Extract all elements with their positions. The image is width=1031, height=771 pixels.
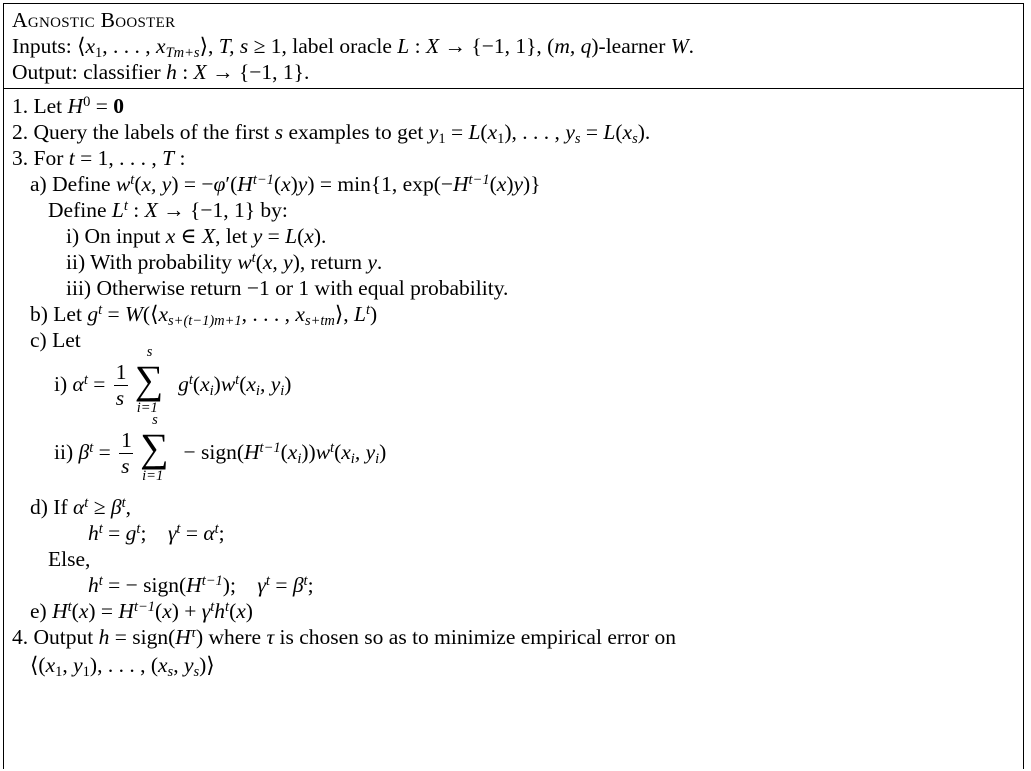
algorithm-title: Agnostic Booster [12, 7, 175, 33]
step-1-text: 1. Let [12, 94, 63, 118]
beta-label: ii) [54, 439, 74, 464]
title-text: Agnostic Booster [12, 8, 176, 32]
step-3d: d) If αt ≥ βt, [30, 495, 131, 519]
step-2: 2. Query the labels of the first s examp… [12, 120, 651, 148]
step-3e-text: e) [30, 599, 47, 623]
label-oracle-text: label oracle [292, 34, 392, 58]
inputs-label: Inputs: [12, 34, 72, 58]
step-2b-text: examples to get [288, 120, 424, 144]
step-3-text: 3. For [12, 146, 64, 170]
output-line: Output: classifier h : X → {−1, 1}. [12, 60, 310, 84]
step-3: 3. For t = 1, . . . , T : [12, 146, 186, 170]
step-2-text: 2. Query the labels of the first [12, 120, 270, 144]
step-3a-ii-text: ii) With probability [66, 250, 232, 274]
step-3a-iii-text: iii) Otherwise return −1 or 1 with equal… [66, 276, 509, 300]
step-3a: a) Define wt(x, y) = −φ′(Ht−1(x)y) = min… [30, 172, 541, 196]
step-3c-text: c) Let [30, 328, 81, 352]
let-text: , let [215, 224, 248, 248]
by-text: by: [260, 198, 288, 222]
step-3b: b) Let gt = W(⟨xs+(t−1)m+1, . . . , xs+t… [30, 302, 378, 330]
step-3d-then: ht = gt; γt = αt; [88, 521, 225, 545]
learner-text: -learner [598, 34, 666, 58]
step-1: 1. Let H0 = 0 [12, 94, 124, 118]
step-3c: c) Let [30, 327, 81, 353]
define-text: Define [48, 198, 107, 222]
step-3b-text: b) Let [30, 302, 82, 326]
step-3a-ii: ii) With probability wt(x, y), return y. [66, 250, 383, 274]
header-divider [4, 88, 1023, 89]
step-3a-text: a) Define [30, 172, 111, 196]
step-3a-i-text: i) On input [66, 224, 161, 248]
output-label: Output: [12, 60, 78, 84]
return-text: , return [299, 250, 362, 274]
classifier-text: classifier [83, 60, 161, 84]
step-3d-text: d) If [30, 495, 68, 519]
alpha-label: i) [54, 371, 68, 396]
inputs-line: Inputs: ⟨x1, . . . , xTm+s⟩, T, s ≥ 1, l… [12, 34, 695, 62]
else-text: Else, [48, 547, 91, 571]
algorithm-box: Agnostic Booster Inputs: ⟨x1, . . . , xT… [3, 3, 1024, 769]
step-4-sample: ⟨(x1, y1), . . . , (xs, ys)⟩ [30, 653, 215, 681]
step-4-text: 4. Output [12, 625, 94, 649]
step-3d-else-body: ht = − sign(Ht−1); γt = βt; [88, 573, 314, 597]
step-3d-else: Else, [48, 546, 90, 572]
step-3a-define-l: Define Lt : X → {−1, 1} by: [48, 198, 288, 222]
step-4: 4. Output h = sign(Hτ) where τ is chosen… [12, 625, 676, 649]
step-3a-i: i) On input x ∈ X, let y = L(x). [66, 224, 327, 248]
step-4c-text: is chosen so as to minimize empirical er… [279, 625, 676, 649]
where-text: where [208, 625, 262, 649]
step-3a-iii: iii) Otherwise return −1 or 1 with equal… [66, 275, 508, 301]
step-3e: e) Ht(x) = Ht−1(x) + γtht(x) [30, 599, 253, 623]
